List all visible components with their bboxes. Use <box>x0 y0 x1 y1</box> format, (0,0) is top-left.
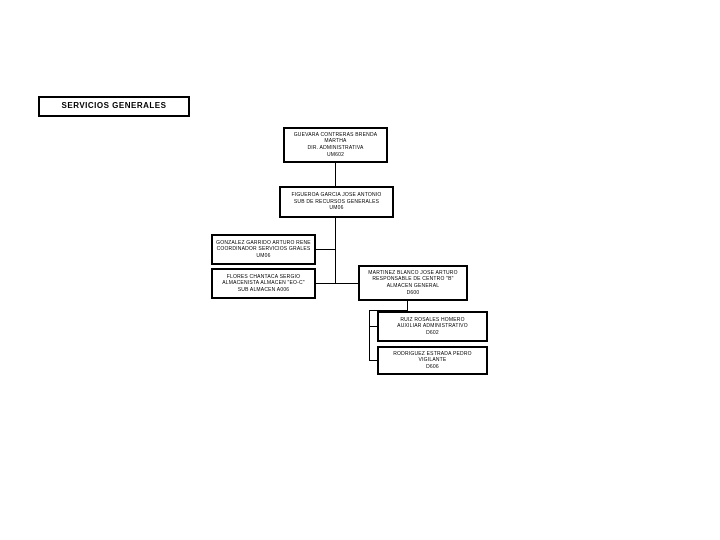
node-line: AUXILIAR ADMINISTRATIVO <box>397 323 468 330</box>
node-line: ALMACEN GENERAL <box>386 283 440 289</box>
node-code: D606 <box>426 363 439 370</box>
node-line: FLORES CHANTACA SERGIO <box>226 273 301 280</box>
connector-rail-b7 <box>369 360 378 361</box>
node-line: DIR. ADMINISTRATIVA <box>307 145 364 151</box>
connector-b5-down <box>407 301 408 311</box>
connector-trunk-b4-b5 <box>316 283 358 284</box>
org-node-responsable-almacen: MARTINEZ BLANCO JOSE ARTURO RESPONSABLE … <box>358 265 468 301</box>
connector-trunk <box>335 218 336 284</box>
chart-title: SERVICIOS GENERALES <box>61 101 167 111</box>
node-line: FIGUEROA GARCIA JOSE ANTONIO <box>291 192 382 199</box>
node-line: GUEVARA CONTRERAS BRENDA <box>293 131 378 138</box>
node-code: UM602 <box>326 151 345 158</box>
node-line: COORDINADOR SERVICIOS GRALES <box>216 246 311 253</box>
node-line: RESPONSABLE DE CENTRO "B" <box>372 276 454 283</box>
connector-rail-b6 <box>369 326 378 327</box>
node-code: D600 <box>406 289 420 296</box>
org-node-vigilante: RODRIGUEZ ESTRADA PEDRO VIGILANTE D606 <box>377 346 488 375</box>
node-line: MARTHA <box>324 138 347 145</box>
node-code: UM06 <box>256 252 271 259</box>
org-node-sub-recursos-generales: FIGUEROA GARCIA JOSE ANTONIO SUB DE RECU… <box>279 186 394 218</box>
org-node-dir-administrativa: GUEVARA CONTRERAS BRENDA MARTHA DIR. ADM… <box>283 127 388 163</box>
connector-trunk-b3 <box>316 249 336 250</box>
node-line: ALMACENISTA ALMACEN "EO-C" <box>222 280 305 287</box>
connector-b1-b2 <box>335 163 336 187</box>
node-code: SUB ALMACEN A006 <box>237 286 290 293</box>
connector-b5-elbow <box>369 310 408 311</box>
node-code: UM06 <box>329 205 344 212</box>
connector-b5-children-rail <box>369 310 370 361</box>
org-node-almacenista: FLORES CHANTACA SERGIO ALMACENISTA ALMAC… <box>211 268 316 299</box>
node-line: SUB DE RECURSOS GENERALES <box>293 198 380 205</box>
node-line: MARTINEZ BLANCO JOSE ARTURO <box>368 269 458 276</box>
node-line: GONZALEZ GARRIDO ARTURO RENE <box>216 239 311 246</box>
node-code: D602 <box>426 329 439 336</box>
org-node-coordinador-servicios: GONZALEZ GARRIDO ARTURO RENE COORDINADOR… <box>211 234 316 265</box>
node-line: RUIZ ROSALES HOMERO <box>400 316 465 323</box>
chart-title-box: SERVICIOS GENERALES <box>38 96 190 117</box>
node-line: RODRIGUEZ ESTRADA PEDRO <box>393 350 472 357</box>
org-node-auxiliar-administrativo: RUIZ ROSALES HOMERO AUXILIAR ADMINISTRAT… <box>377 311 488 342</box>
node-line: VIGILANTE <box>418 357 447 364</box>
